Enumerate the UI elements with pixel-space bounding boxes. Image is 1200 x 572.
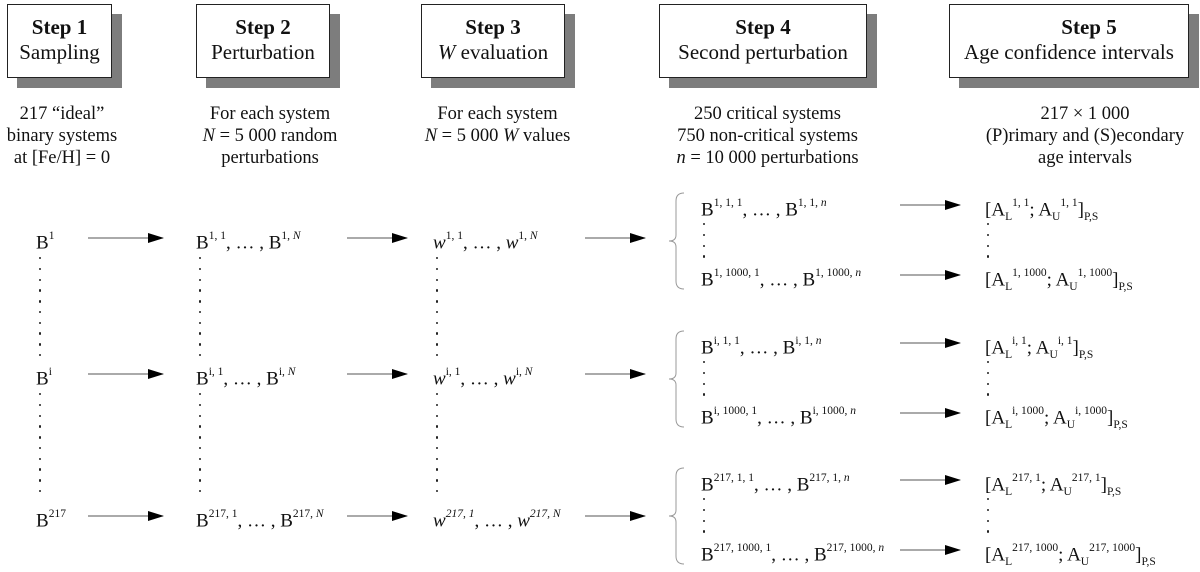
step-2-box: Step 2 Perturbation xyxy=(196,4,330,78)
step-3-box: Step 3 W evaluation xyxy=(421,4,565,78)
desc-line: For each system xyxy=(209,104,331,124)
step-5-box: Step 5 Age confidence intervals xyxy=(949,4,1189,78)
step-5-subtitle: Age confidence intervals xyxy=(964,40,1174,64)
desc-line: 250 critical systems xyxy=(694,104,841,124)
step-1-description: 217 “ideal” binary systems at [Fe/H] = 0 xyxy=(0,103,124,169)
col4-group-i-bottom: Bi, 1000, 1, … , Bi, 1000, n xyxy=(701,405,857,429)
step-3-subtitle-rest: evaluation xyxy=(455,40,549,64)
step-3-subtitle-w: W xyxy=(437,40,456,64)
step-4-box: Step 4 Second perturbation xyxy=(659,4,867,78)
col5-group-i-bottom: [ALi, 1000; AUi, 1000]P,S xyxy=(985,405,1128,432)
vdots-col4-group-i xyxy=(703,361,707,404)
col3-row-1: w1, 1, … , w1, N xyxy=(433,230,538,254)
col4-group-1-bottom: B1, 1000, 1, … , B1, 1000, n xyxy=(701,267,862,291)
desc-line: N = 5 000 random xyxy=(202,126,338,146)
vdots-col5-group-217 xyxy=(987,498,991,541)
desc-line: 217 “ideal” xyxy=(19,104,105,124)
step-5-title: Step 5 xyxy=(1061,15,1117,39)
col4-group-i-top: Bi, 1, 1, … , Bi, 1, n xyxy=(701,335,822,359)
col4-group-217-top: B217, 1, 1, … , B217, 1, n xyxy=(701,472,850,496)
step-3-title: Step 3 xyxy=(465,15,521,39)
desc-line: at [Fe/H] = 0 xyxy=(13,148,111,168)
step-4-description: 250 critical systems 750 non-critical sy… xyxy=(655,103,880,169)
step-5-description: 217 × 1 000 (P)rimary and (S)econdary ag… xyxy=(965,103,1200,169)
vdots-col2-upper xyxy=(199,257,203,365)
brace-group-217 xyxy=(668,467,685,565)
step-2-description: For each system N = 5 000 random perturb… xyxy=(190,103,350,169)
brace-group-1 xyxy=(668,192,685,290)
col4-group-217-bottom: B217, 1000, 1, … , B217, 1000, n xyxy=(701,542,885,566)
desc-line: For each system xyxy=(437,104,558,124)
step-3-subtitle: W evaluation xyxy=(422,39,564,65)
vdots-col5-group-1 xyxy=(987,223,991,266)
col5-group-i-top: [ALi, 1; AUi, 1]P,S xyxy=(985,335,1094,362)
step-1-box: Step 1 Sampling xyxy=(7,4,112,78)
col5-group-1-top: [AL1, 1; AU1, 1]P,S xyxy=(985,197,1099,224)
vdots-col1-lower xyxy=(39,393,43,501)
desc-line: perturbations xyxy=(221,148,319,168)
step-2-subtitle: Perturbation xyxy=(211,40,315,64)
vdots-col1-upper xyxy=(39,257,43,365)
col2-row-1: B1, 1, … , B1, N xyxy=(196,230,301,254)
desc-line: N = 5 000 W values xyxy=(424,126,571,146)
col2-row-i: Bi, 1, … , Bi, N xyxy=(196,366,296,390)
step-3-description: For each system N = 5 000 W values xyxy=(415,103,580,147)
col5-group-1-bottom: [AL1, 1000; AU1, 1000]P,S xyxy=(985,267,1133,294)
col1-row-1: B1 xyxy=(36,230,55,254)
col5-group-217-bottom: [AL217, 1000; AU217, 1000]P,S xyxy=(985,542,1156,569)
vdots-col4-group-217 xyxy=(703,498,707,541)
vdots-col5-group-i xyxy=(987,361,991,404)
col3-row-217: w217, 1, … , w217, N xyxy=(433,508,561,532)
col3-row-i: wi, 1, … , wi, N xyxy=(433,366,533,390)
step-4-subtitle: Second perturbation xyxy=(678,40,848,64)
vdots-col3-lower xyxy=(436,393,440,501)
vdots-col2-lower xyxy=(199,393,203,501)
desc-line: age intervals xyxy=(1038,148,1132,168)
step-2-title: Step 2 xyxy=(235,15,291,39)
col1-row-217: B217 xyxy=(36,508,66,532)
step-4-title: Step 4 xyxy=(735,15,791,39)
col2-row-217: B217, 1, … , B217, N xyxy=(196,508,324,532)
desc-line: n = 10 000 perturbations xyxy=(676,148,859,168)
col5-group-217-top: [AL217, 1; AU217, 1]P,S xyxy=(985,472,1122,499)
desc-line: binary systems xyxy=(6,126,118,146)
vdots-col4-group-1 xyxy=(703,223,707,266)
desc-line: (P)rimary and (S)econdary xyxy=(985,126,1185,146)
desc-line: 750 non-critical systems xyxy=(677,126,858,146)
vdots-col3-upper xyxy=(436,257,440,365)
brace-group-i xyxy=(668,330,685,428)
step-1-title: Step 1 xyxy=(31,15,88,39)
col1-row-i: Bi xyxy=(36,366,52,390)
col4-group-1-top: B1, 1, 1, … , B1, 1, n xyxy=(701,197,827,221)
step-1-subtitle: Sampling xyxy=(19,40,100,64)
desc-line: 217 × 1 000 xyxy=(1040,104,1130,124)
